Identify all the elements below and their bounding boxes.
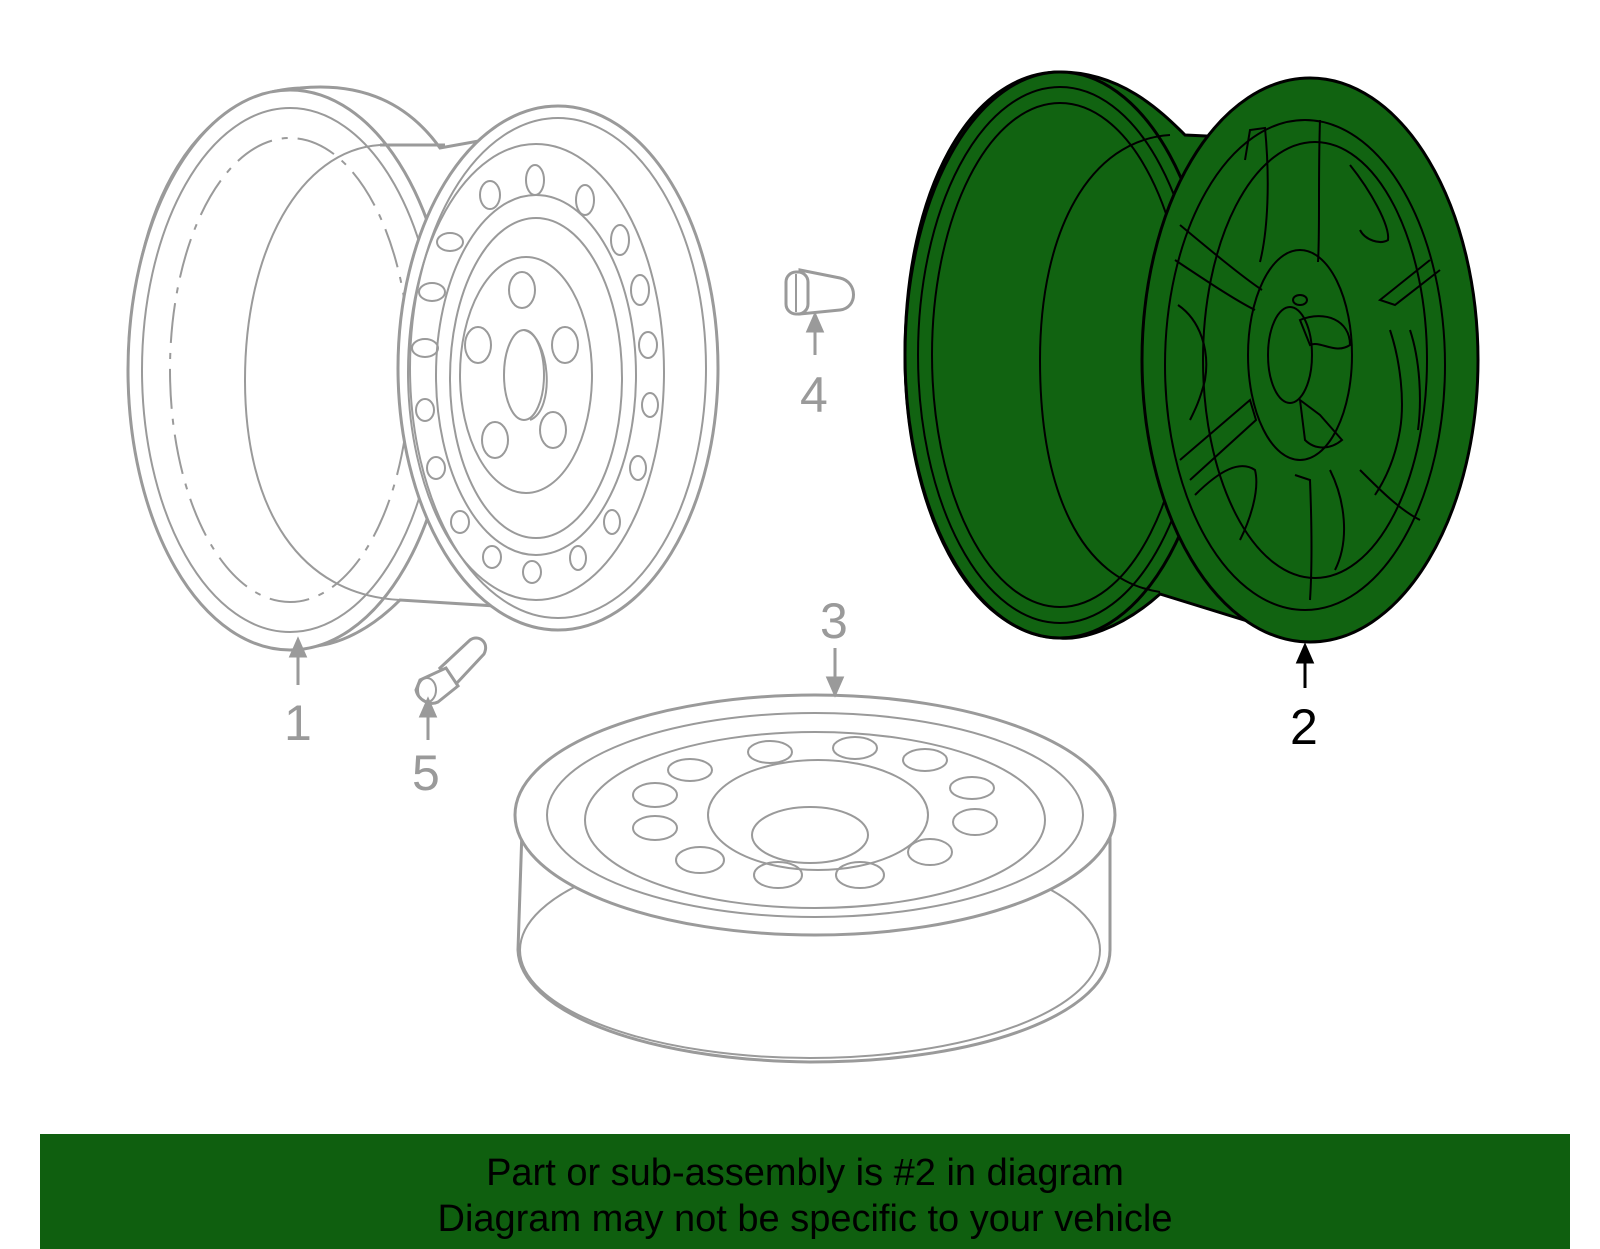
callout-1[interactable]: 1 [284, 695, 312, 751]
part-5-valve-stem[interactable] [414, 636, 487, 705]
part-3-spare-wheel[interactable] [513, 693, 1117, 1064]
callout-2[interactable]: 2 [1290, 699, 1318, 755]
callout-leaders [288, 311, 1315, 740]
part-4-lug-nut[interactable] [784, 268, 855, 316]
info-banner: Part or sub-assembly is #2 in diagram Di… [40, 1134, 1570, 1249]
callout-4[interactable]: 4 [800, 367, 828, 423]
part-1-steel-wheel[interactable] [126, 85, 720, 652]
part-2-alloy-wheel[interactable] [903, 70, 1480, 644]
callout-5[interactable]: 5 [412, 745, 440, 801]
banner-line-part: Part or sub-assembly is #2 in diagram [486, 1152, 1124, 1194]
banner-line-disclaimer: Diagram may not be specific to your vehi… [437, 1198, 1173, 1240]
callout-3[interactable]: 3 [820, 593, 848, 649]
